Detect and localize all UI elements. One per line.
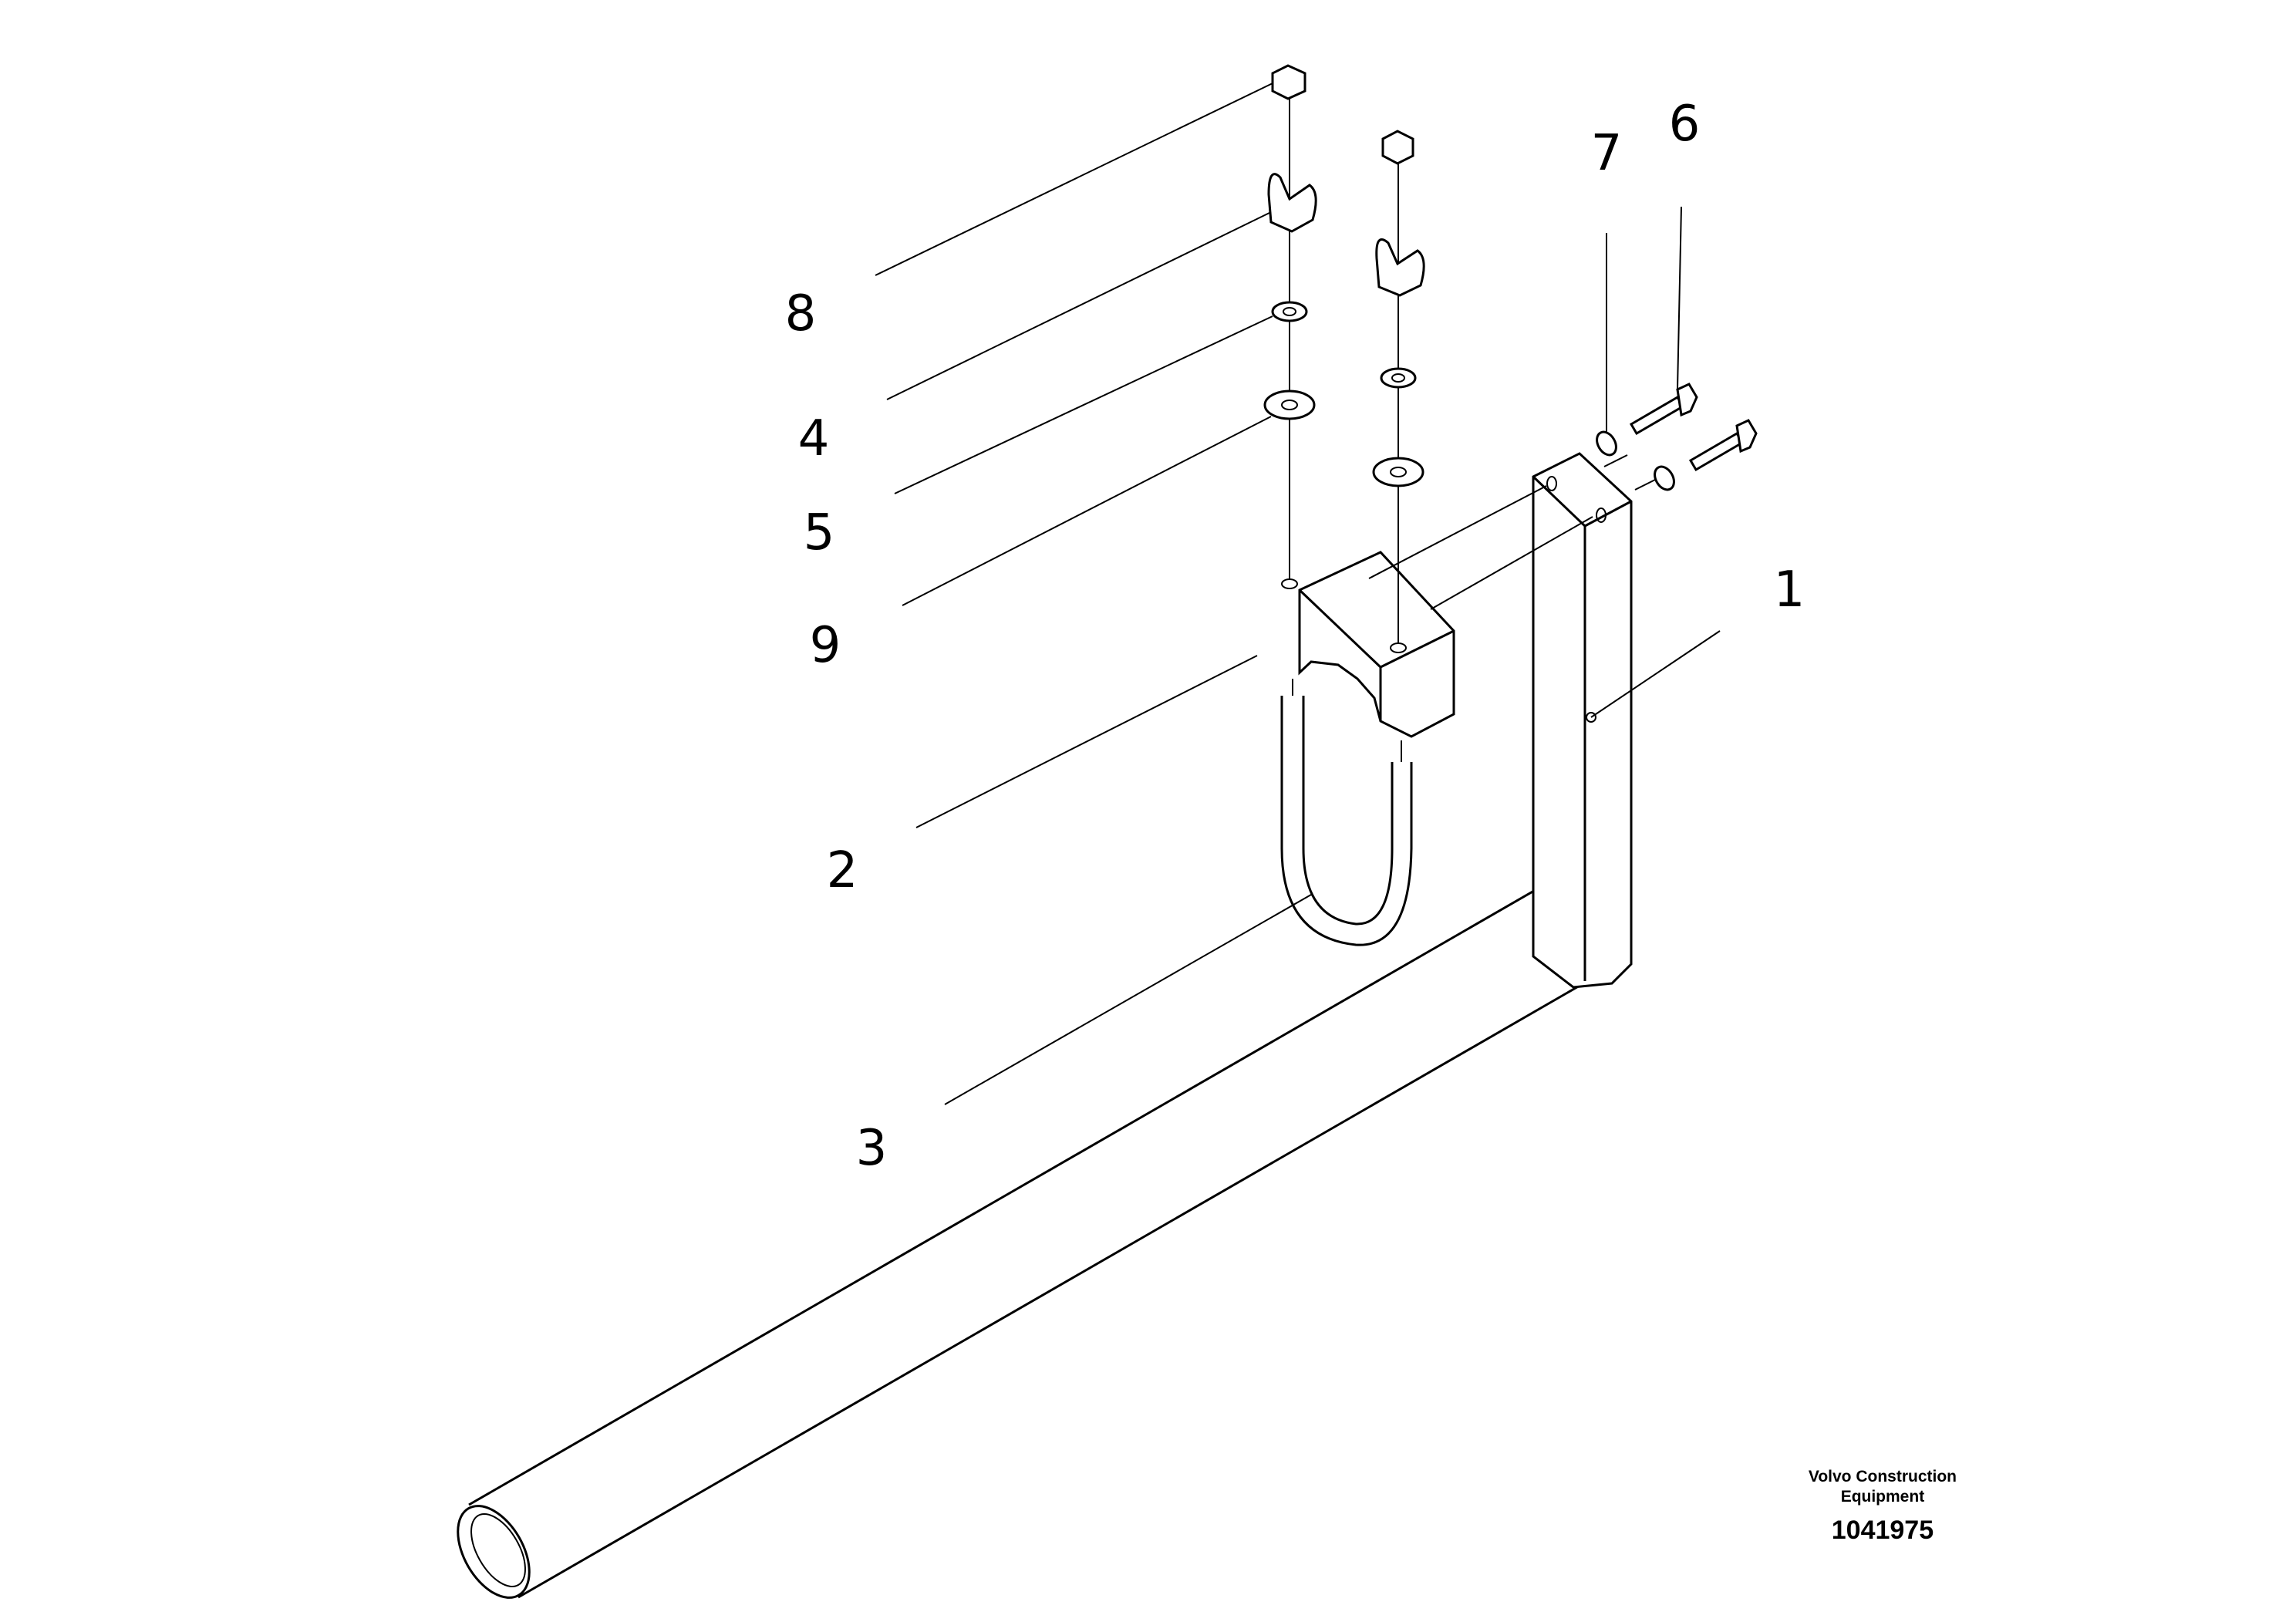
callout-1: 1 (1774, 561, 1805, 619)
callout-4: 4 (798, 410, 830, 467)
drawing-caption: Volvo Construction Equipment 1041975 (1809, 1467, 1957, 1549)
callout-2: 2 (827, 842, 858, 899)
clamp-block (1281, 551, 1455, 738)
left-fastener-stack (1263, 64, 1317, 578)
callout-3: 3 (856, 1120, 888, 1177)
callout-7: 7 (1591, 125, 1623, 182)
callout-8: 8 (785, 285, 817, 342)
u-bolt (1280, 679, 1413, 946)
screws-and-washers (1368, 383, 1758, 610)
callout-6: 6 (1669, 96, 1701, 153)
manufacturer-line-1: Volvo Construction (1808, 1468, 1957, 1485)
callout-5: 5 (804, 504, 835, 561)
bracket-plate (1532, 452, 1633, 989)
leader-lines (875, 83, 1721, 1105)
manufacturer-line-2: Equipment (1840, 1488, 1925, 1506)
tube (457, 877, 1617, 1599)
drawing-number: 1041975 (1831, 1516, 1934, 1545)
right-fastener-stack (1372, 130, 1425, 644)
callout-9: 9 (810, 617, 841, 674)
